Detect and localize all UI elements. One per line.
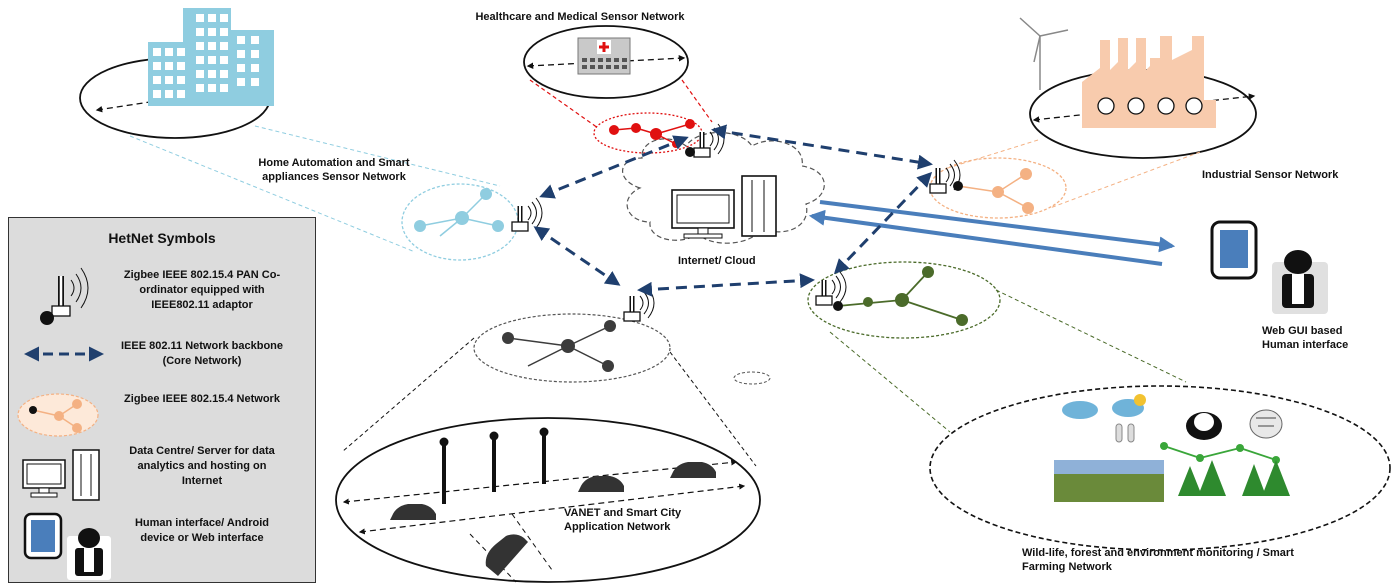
tiger-icon	[1249, 409, 1283, 439]
legend-item-human: Human interface/ Android device or Web i…	[134, 517, 270, 544]
field-icon	[1054, 460, 1164, 502]
vanet-label: VANET and Smart City Application Network	[564, 507, 682, 533]
zigbee-network-icon	[17, 393, 99, 437]
vanet-cluster	[473, 288, 671, 383]
legend-item-zigbee: Zigbee IEEE 802.15.4 Network	[124, 393, 280, 405]
panda-icon	[1186, 412, 1222, 440]
web-gui-icon	[1210, 220, 1328, 314]
wildlife-label: Wild-life, forest and environment monito…	[1022, 547, 1294, 573]
building-icon	[148, 8, 274, 106]
web-gui-label: Web GUI based Human interface	[1262, 325, 1349, 351]
human-interface-icon	[23, 512, 111, 580]
wildlife-zone	[929, 385, 1391, 551]
farming-cluster	[807, 261, 1001, 339]
dashed-arrow-icon	[24, 346, 104, 362]
industrial-zone	[1019, 17, 1257, 159]
backbone-links	[533, 124, 933, 297]
coordinator-icon	[40, 267, 89, 325]
vanet-zone	[335, 417, 761, 583]
home-label: Home Automation and Smart appliances Sen…	[258, 157, 410, 183]
street-light-icon	[439, 427, 549, 504]
server-icon	[671, 175, 777, 239]
industrial-label: Industrial Sensor Network	[1202, 169, 1339, 181]
legend-item-backbone: IEEE 802.11 Network backbone (Core Netwo…	[120, 340, 284, 367]
industrial-cluster	[930, 157, 1067, 219]
legend-panel: HetNet Symbols Zigbee IEEE 802.15.4 PAN …	[8, 217, 316, 583]
healthcare-zone	[523, 25, 689, 99]
factory-icon	[1082, 36, 1216, 128]
cloud-label: Internet/ Cloud	[678, 255, 756, 267]
legend-item-coordinator: Zigbee IEEE 802.15.4 PAN Co-ordinator eq…	[123, 269, 281, 311]
server-icon-legend	[22, 449, 100, 501]
legend-title: HetNet Symbols	[108, 230, 216, 246]
home-cluster	[401, 183, 542, 261]
weather-icon	[1062, 394, 1146, 443]
cloud-zone	[622, 131, 825, 244]
healthcare-label: Healthcare and Medical Sensor Network	[475, 11, 685, 23]
legend-item-server: Data Centre/ Server for data analytics a…	[129, 445, 275, 487]
forest-icon	[1178, 460, 1290, 496]
car-icon	[390, 462, 716, 576]
hospital-icon	[577, 37, 631, 75]
home-zone	[79, 8, 274, 139]
wind-turbine-icon	[1019, 17, 1069, 90]
